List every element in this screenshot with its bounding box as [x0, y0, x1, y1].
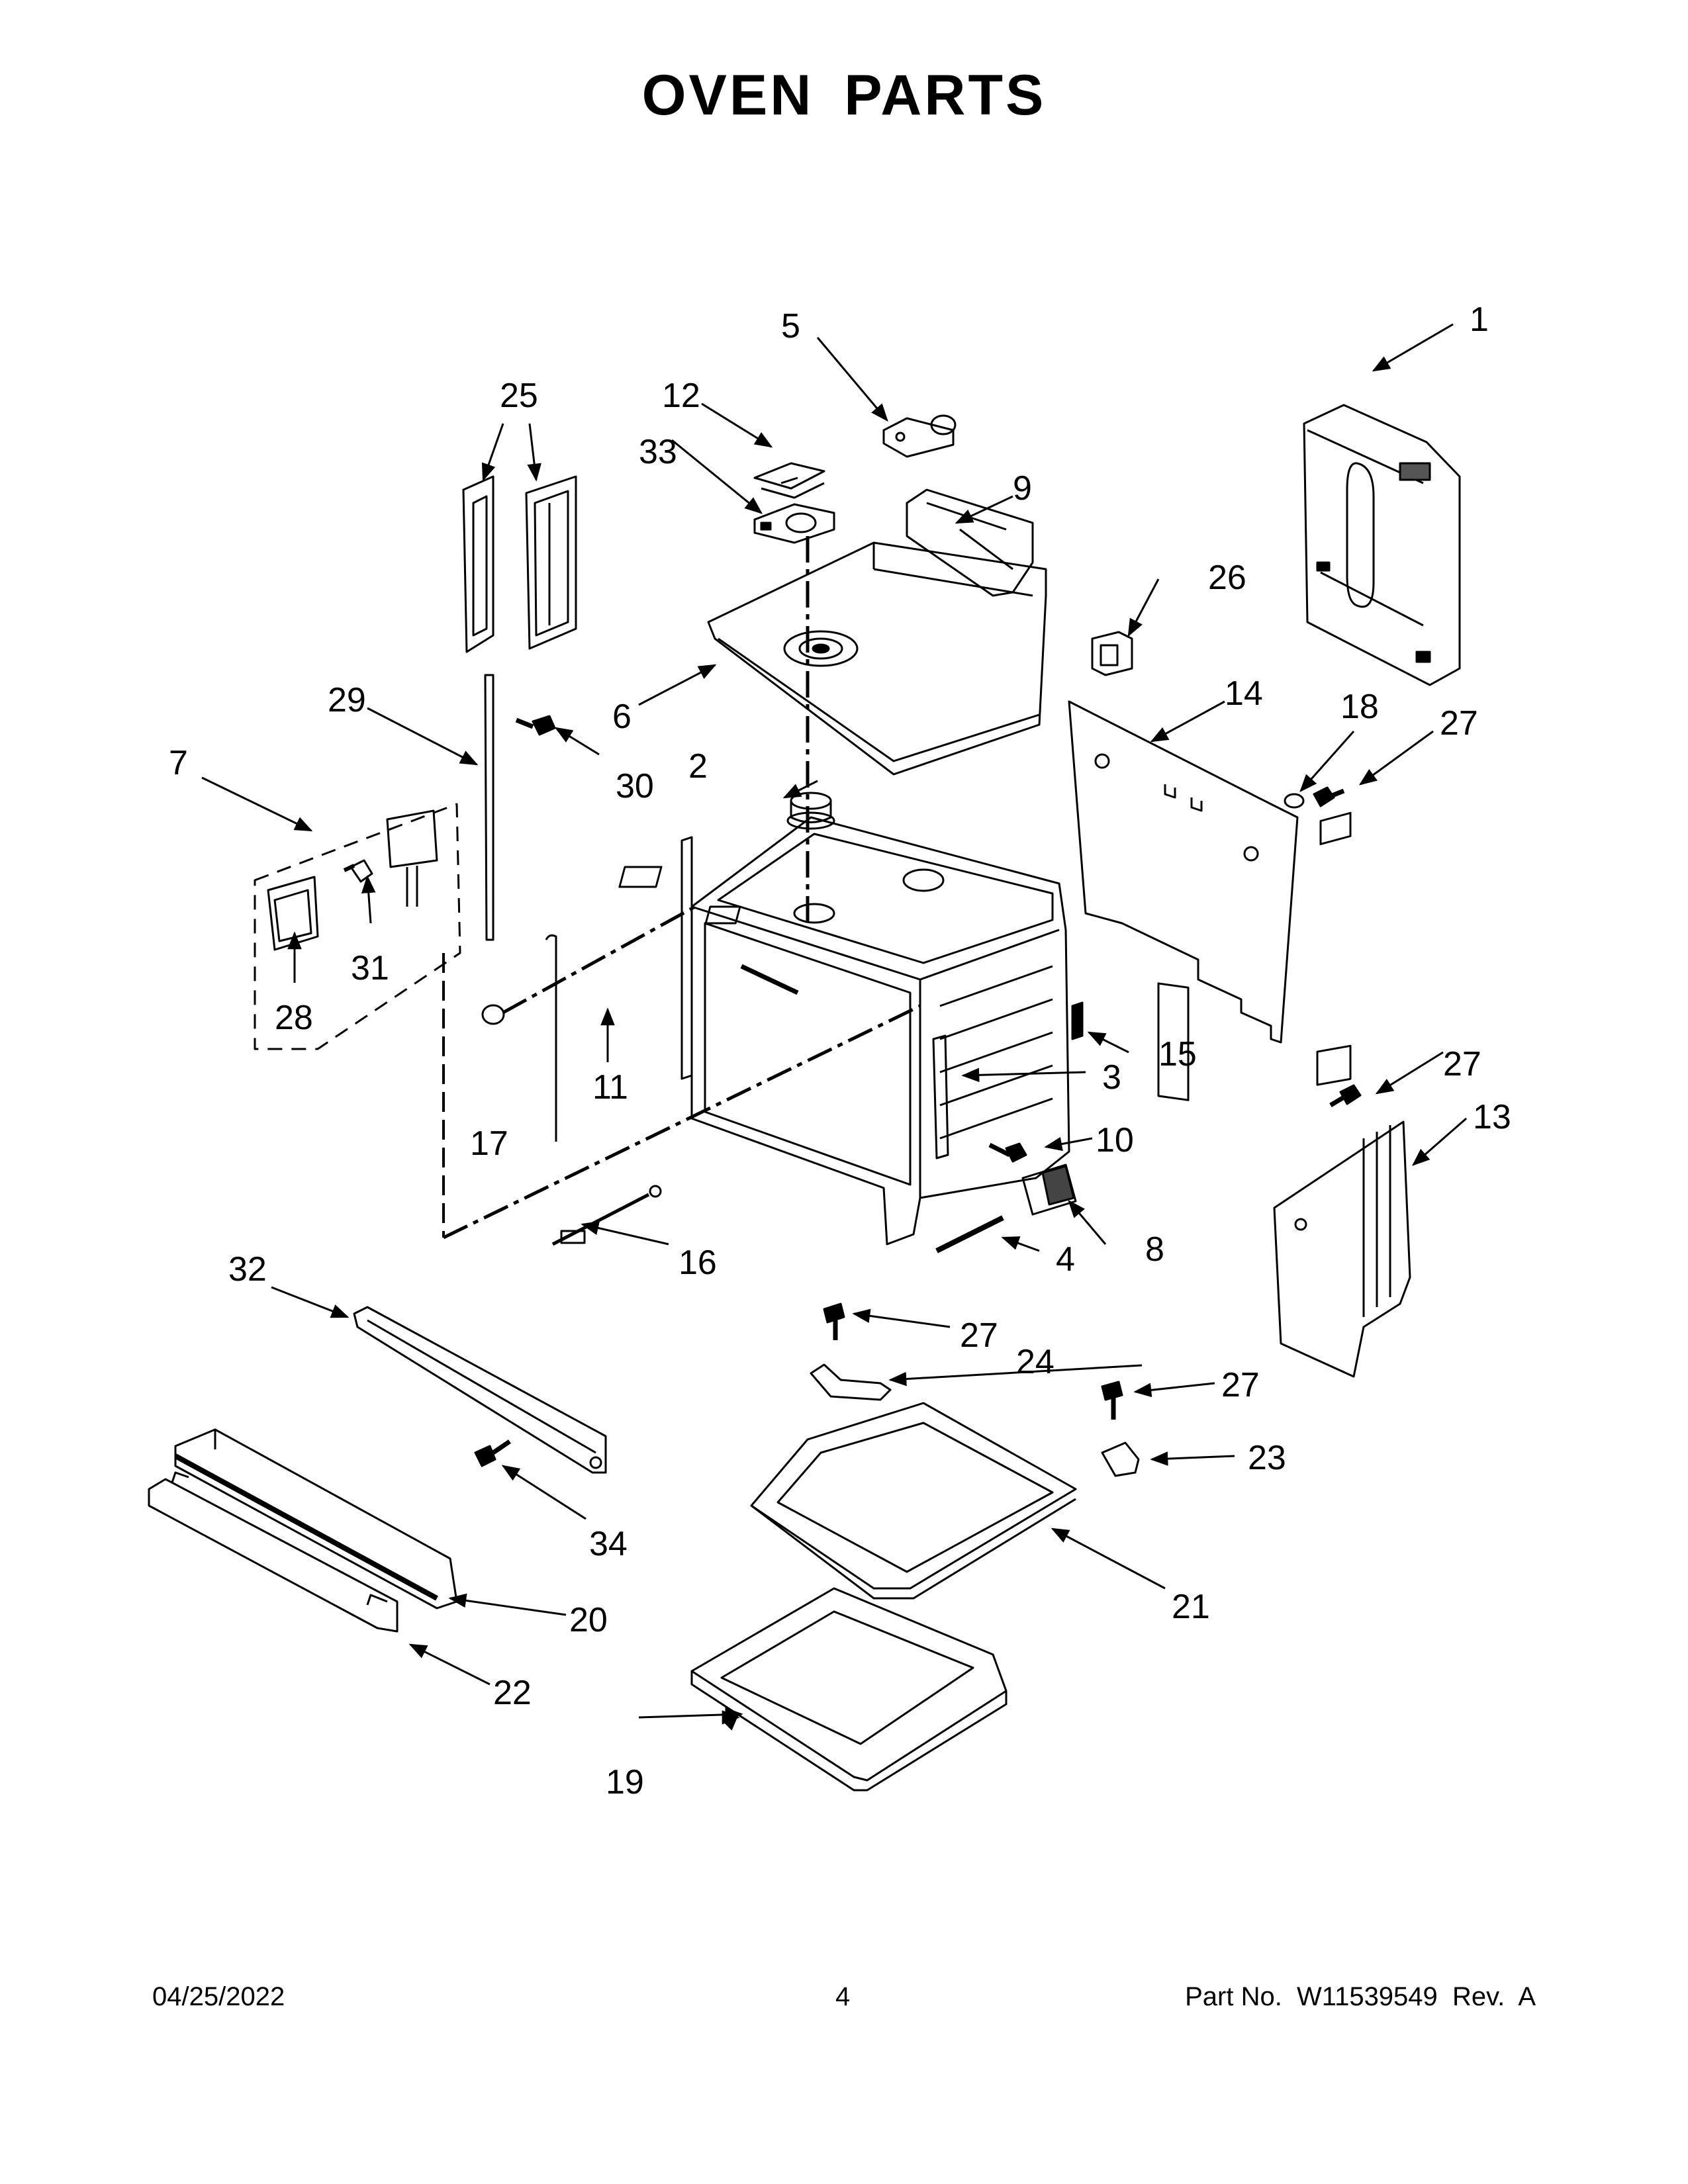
part-17-knob [481, 1004, 505, 1025]
part-27-screw-d [1101, 1381, 1123, 1420]
callout-19: 19 [606, 1763, 644, 1801]
callout-17: 17 [470, 1124, 508, 1163]
part-27-screw-c [823, 1302, 845, 1340]
callout-11: 11 [592, 1068, 628, 1107]
callout-28: 28 [275, 999, 313, 1037]
callout-2: 2 [688, 747, 708, 786]
part-24-bracket [810, 1363, 892, 1401]
callout-33: 33 [639, 433, 677, 471]
callout-6: 6 [612, 698, 632, 736]
part-22-lower-trim [148, 1471, 399, 1633]
callout-18: 18 [1340, 688, 1379, 726]
part-16-probe [551, 1185, 662, 1246]
callout-15: 15 [1158, 1035, 1197, 1073]
part-3-element-bracket [932, 1034, 949, 1160]
part-34-screw [474, 1439, 511, 1467]
part-5-motor [882, 414, 957, 458]
part-7-kit [254, 803, 461, 1050]
part-18-ring [1284, 793, 1305, 809]
callout-7: 7 [169, 744, 188, 782]
part-15-clip [1071, 1001, 1084, 1040]
part-29-gasket-strip [484, 674, 494, 941]
part-20-vent-trim [174, 1428, 458, 1610]
callout-14: 14 [1225, 674, 1263, 713]
oven-cavity [618, 816, 1070, 1246]
part-1-rear-panel [1303, 404, 1461, 686]
part-11-wire [545, 934, 557, 1142]
callout-27b: 27 [1443, 1045, 1481, 1083]
callout-30: 30 [616, 767, 654, 805]
callout-29: 29 [328, 681, 366, 719]
footer-part-number: Part No. W11539549 Rev. A [1185, 1982, 1536, 2011]
footer-date: 04/25/2022 [152, 1982, 285, 2011]
part-19-lower-tray [690, 1587, 1008, 1792]
page-title: OVEN PARTS [641, 64, 1047, 127]
callout-27d: 27 [1221, 1366, 1260, 1404]
part-10-screw [988, 1142, 1027, 1163]
callout-20: 20 [569, 1601, 608, 1639]
callout-27c: 27 [960, 1316, 998, 1355]
part-8-filter [1021, 1163, 1077, 1216]
callout-9: 9 [1013, 469, 1032, 508]
footer-page-number: 4 [835, 1982, 851, 2011]
part-26-clip [1091, 631, 1133, 676]
part-30-screw [515, 715, 556, 736]
part-27-screw-a [1313, 786, 1345, 807]
part-12-bracket [753, 462, 825, 499]
part-13-side-panel [1273, 811, 1411, 1378]
callout-labels: 1 2 3 4 5 6 7 8 9 10 11 12 13 14 15 16 1… [169, 300, 1511, 1801]
callout-12: 12 [662, 377, 700, 415]
callout-22: 22 [493, 1674, 532, 1712]
callout-32: 32 [228, 1250, 267, 1289]
callout-24: 24 [1016, 1343, 1055, 1381]
callout-31: 31 [351, 949, 389, 987]
part-14-side-panel [1068, 700, 1299, 1101]
part-21-bottom-tray [750, 1402, 1077, 1600]
callout-5: 5 [781, 307, 800, 345]
callout-21: 21 [1172, 1588, 1210, 1626]
part-25-side-liners [462, 475, 577, 653]
callout-26: 26 [1208, 559, 1246, 597]
part-27-screw-b [1329, 1084, 1362, 1108]
callout-25: 25 [500, 377, 538, 415]
part-23-clip [1101, 1441, 1140, 1477]
callout-4: 4 [1056, 1240, 1075, 1279]
part-4-sensor [935, 1215, 1004, 1253]
callout-3: 3 [1102, 1058, 1121, 1097]
callout-27a: 27 [1440, 704, 1478, 743]
leader-lines [201, 323, 1467, 1731]
callout-13: 13 [1473, 1098, 1511, 1136]
part-32-trim-strip [353, 1306, 607, 1474]
callout-10: 10 [1096, 1121, 1134, 1160]
callout-1: 1 [1470, 300, 1489, 339]
part-33-fan-bracket [753, 503, 835, 544]
part-6-top-plate [707, 541, 1047, 776]
callout-8: 8 [1145, 1230, 1164, 1269]
callout-23: 23 [1248, 1439, 1286, 1477]
part-2-fan-hub [786, 792, 835, 830]
callout-34: 34 [589, 1525, 628, 1563]
callout-16: 16 [679, 1244, 717, 1282]
